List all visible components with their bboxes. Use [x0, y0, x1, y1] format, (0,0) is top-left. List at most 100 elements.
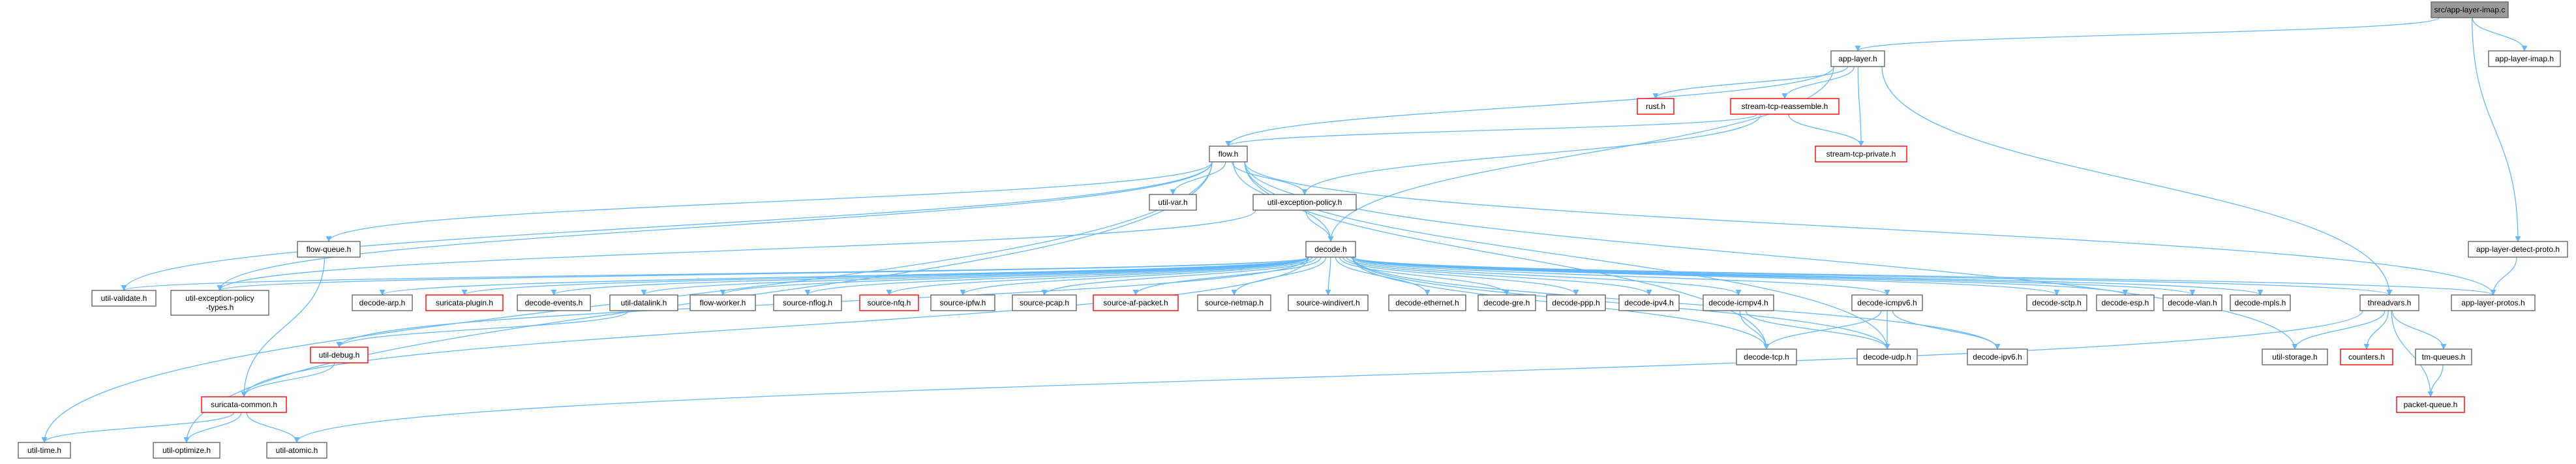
edge-stream-tcp-reassemble-h-to-flow-h	[1225, 114, 1757, 147]
node-box	[2396, 396, 2465, 413]
node-label: app-layer-imap.h	[2495, 54, 2554, 63]
node-label: decode-ethernet.h	[1395, 298, 1459, 307]
node-util-exception-policy-h[interactable]: util-exception-policy.h	[1252, 194, 1357, 211]
edge-decode-h-to-source-ipfw-h	[960, 256, 1313, 296]
node-threadvars-h[interactable]: threadvars.h	[2359, 294, 2419, 311]
edge-flow-h-to-util-var-h	[1170, 161, 1226, 195]
node-box	[310, 347, 369, 363]
edge-tm-queues-h-to-packet-queue-h	[2427, 364, 2444, 397]
node-label: rust.h	[1646, 102, 1665, 111]
node-suricata-plugin-h[interactable]: suricata-plugin.h	[425, 294, 504, 311]
edge-app-layer-imap-c-to-app-layer-imap-h	[2472, 17, 2528, 52]
node-box	[352, 294, 413, 311]
node-util-time-h[interactable]: util-time.h	[18, 442, 71, 459]
node-app-layer-h[interactable]: app-layer.h	[1830, 50, 1885, 67]
edge-stream-tcp-reassemble-h-to-util-exception-policy-h	[1301, 114, 1761, 195]
node-stream-tcp-private-h[interactable]: stream-tcp-private.h	[1815, 146, 1907, 162]
node-box	[1856, 348, 1918, 365]
node-box	[153, 442, 220, 459]
node-util-exception-policy-types-h[interactable]: util-exception-policy-types.h	[170, 290, 269, 316]
node-decode-ppp-h[interactable]: decode-ppp.h	[1546, 294, 1606, 311]
edge-app-layer-imap-c-to-app-layer-h	[1855, 17, 2440, 52]
edge-decode-h-to-source-windivert-h	[1325, 256, 1331, 296]
node-decode-udp-h[interactable]: decode-udp.h	[1856, 348, 1918, 365]
node-source-pcap-h[interactable]: source-pcap.h	[1012, 294, 1077, 311]
node-util-atomic-h[interactable]: util-atomic.h	[266, 442, 327, 459]
node-decode-mpls-h[interactable]: decode-mpls.h	[2230, 294, 2291, 311]
node-decode-arp-h[interactable]: decode-arp.h	[352, 294, 413, 311]
node-flow-worker-h[interactable]: flow-worker.h	[689, 294, 756, 311]
node-label: decode-tcp.h	[1744, 352, 1789, 362]
node-flow-h[interactable]: flow.h	[1209, 146, 1248, 162]
edge-decode-h-to-suricata-common-h	[241, 256, 1309, 397]
edge-decode-h-to-decode-vlan-h	[1352, 256, 2196, 296]
node-rust-h[interactable]: rust.h	[1637, 98, 1674, 115]
node-decode-sctp-h[interactable]: decode-sctp.h	[2026, 294, 2087, 311]
node-label: decode.h	[1314, 245, 1346, 254]
node-box	[1830, 50, 1885, 67]
node-decode-events-h[interactable]: decode-events.h	[517, 294, 591, 311]
node-box	[18, 442, 71, 459]
node-decode-ipv6-h[interactable]: decode-ipv6.h	[1967, 348, 2028, 365]
node-decode-h[interactable]: decode.h	[1305, 241, 1356, 258]
node-box	[1703, 294, 1774, 311]
node-label: util-exception-policy	[185, 294, 254, 303]
node-box	[689, 294, 756, 311]
node-util-datalink-h[interactable]: util-datalink.h	[609, 294, 678, 311]
node-decode-vlan-h[interactable]: decode-vlan.h	[2162, 294, 2222, 311]
node-suricata-common-h[interactable]: suricata-common.h	[201, 396, 287, 413]
node-tm-queues-h[interactable]: tm-queues.h	[2415, 348, 2472, 365]
node-source-ipfw-h[interactable]: source-ipfw.h	[930, 294, 995, 311]
node-flow-queue-h[interactable]: flow-queue.h	[297, 241, 361, 258]
node-util-storage-h[interactable]: util-storage.h	[2262, 348, 2328, 365]
node-util-var-h[interactable]: util-var.h	[1149, 194, 1197, 211]
edge-threadvars-h-to-util-storage-h	[2292, 310, 2386, 350]
node-box	[2096, 294, 2155, 311]
node-label: util-optimize.h	[162, 446, 211, 455]
node-box	[1252, 194, 1357, 211]
edge-decode-h-to-decode-esp-h	[1352, 256, 2129, 296]
node-packet-queue-h[interactable]: packet-queue.h	[2396, 396, 2465, 413]
node-decode-esp-h[interactable]: decode-esp.h	[2096, 294, 2155, 311]
node-box	[2431, 1, 2509, 18]
edge-threadvars-h-to-tm-queues-h	[2391, 310, 2447, 350]
edge-decode-h-to-source-pcap-h	[1041, 256, 1317, 296]
node-app-layer-imap-c[interactable]: src/app-layer-imap.c	[2431, 1, 2509, 18]
node-label: util-atomic.h	[276, 446, 318, 455]
node-stream-tcp-reassemble-h[interactable]: stream-tcp-reassemble.h	[1730, 98, 1840, 115]
edge-decode-icmpv4-h-to-decode-udp-h	[1745, 310, 1890, 350]
edge-decode-h-to-flow-worker-h	[720, 256, 1309, 296]
node-util-validate-h[interactable]: util-validate.h	[91, 290, 157, 307]
node-counters-h[interactable]: counters.h	[2340, 348, 2393, 365]
node-app-layer-detect-proto-h[interactable]: app-layer-detect-proto.h	[2468, 241, 2568, 258]
node-box	[1815, 146, 1907, 162]
node-decode-icmpv4-h[interactable]: decode-icmpv4.h	[1703, 294, 1774, 311]
node-box	[1209, 146, 1248, 162]
node-decode-ipv4-h[interactable]: decode-ipv4.h	[1618, 294, 1680, 311]
edge-decode-h-to-decode-arp-h	[379, 256, 1309, 296]
node-source-nfq-h[interactable]: source-nfq.h	[859, 294, 919, 311]
node-source-windivert-h[interactable]: source-windivert.h	[1288, 294, 1369, 311]
edge-flow-h-to-util-exception-policy-types-h	[217, 161, 1213, 291]
node-decode-ethernet-h[interactable]: decode-ethernet.h	[1388, 294, 1466, 311]
node-source-af-packet-h[interactable]: source-af-packet.h	[1093, 294, 1179, 311]
node-app-layer-imap-h[interactable]: app-layer-imap.h	[2488, 50, 2561, 67]
node-label: source-nfq.h	[868, 298, 911, 307]
node-source-netmap-h[interactable]: source-netmap.h	[1197, 294, 1271, 311]
node-decode-tcp-h[interactable]: decode-tcp.h	[1736, 348, 1797, 365]
node-box	[1851, 294, 1923, 311]
node-source-nflog-h[interactable]: source-nflog.h	[773, 294, 842, 311]
edge-flow-h-to-util-validate-h	[121, 161, 1213, 291]
node-decode-gre-h[interactable]: decode-gre.h	[1477, 294, 1536, 311]
header-nodes: src/app-layer-imap.c app-layer.h app-layer…	[18, 1, 2568, 459]
edge-app-layer-h-to-threadvars-h	[1881, 66, 2393, 296]
node-label: suricata-common.h	[211, 400, 277, 409]
node-box	[1288, 294, 1369, 311]
node-label: decode-ppp.h	[1552, 298, 1599, 307]
node-app-layer-protos-h[interactable]: app-layer-protos.h	[2451, 294, 2536, 311]
edge-suricata-common-h-to-util-optimize-h	[183, 412, 242, 443]
node-decode-icmpv6-h[interactable]: decode-icmpv6.h	[1851, 294, 1923, 311]
node-util-optimize-h[interactable]: util-optimize.h	[153, 442, 220, 459]
node-util-debug-h[interactable]: util-debug.h	[310, 347, 369, 363]
